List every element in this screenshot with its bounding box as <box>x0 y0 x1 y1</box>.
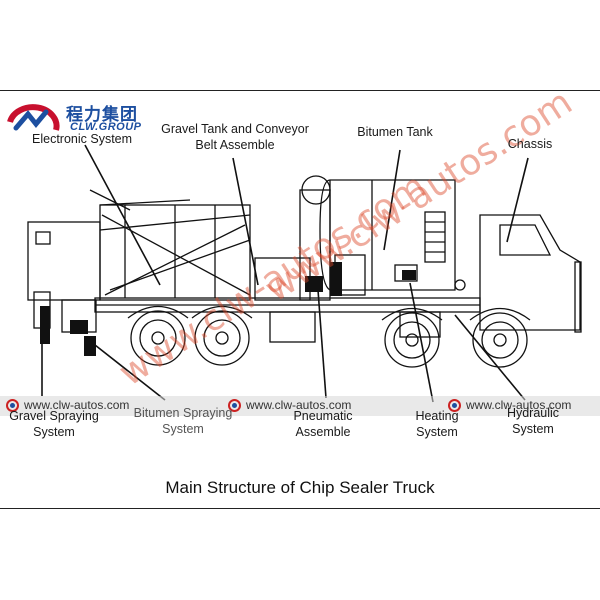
watermark-logo-icon <box>228 398 241 412</box>
watermark-url: www.clw-autos.com <box>228 398 351 412</box>
logo-chinese-text: 程力集团 <box>66 105 138 125</box>
watermark-logo-icon <box>6 398 19 412</box>
watermark-logo-icon <box>448 398 461 412</box>
wheels <box>130 310 528 368</box>
clw-logo: 程力集团 CLW.GROUP <box>6 100 156 140</box>
logo-english-text: CLW.GROUP <box>70 121 142 133</box>
clw-logo-emblem <box>7 104 60 131</box>
frame-bottom-line <box>0 508 600 509</box>
truck-cab <box>479 214 581 331</box>
watermark-url: www.clw-autos.com <box>6 398 129 412</box>
watermark-url: www.clw-autos.com <box>448 398 571 412</box>
label-electronic-system: Electronic System <box>32 132 133 146</box>
rear-control-box <box>27 221 101 301</box>
leader-lines <box>41 144 529 403</box>
label-chassis: Chassis <box>507 137 553 151</box>
diagram-caption: Main Structure of Chip Sealer Truck <box>165 478 435 497</box>
label-bitumen-tank: Bitumen Tank <box>357 125 433 139</box>
frame-top-line <box>0 90 600 91</box>
